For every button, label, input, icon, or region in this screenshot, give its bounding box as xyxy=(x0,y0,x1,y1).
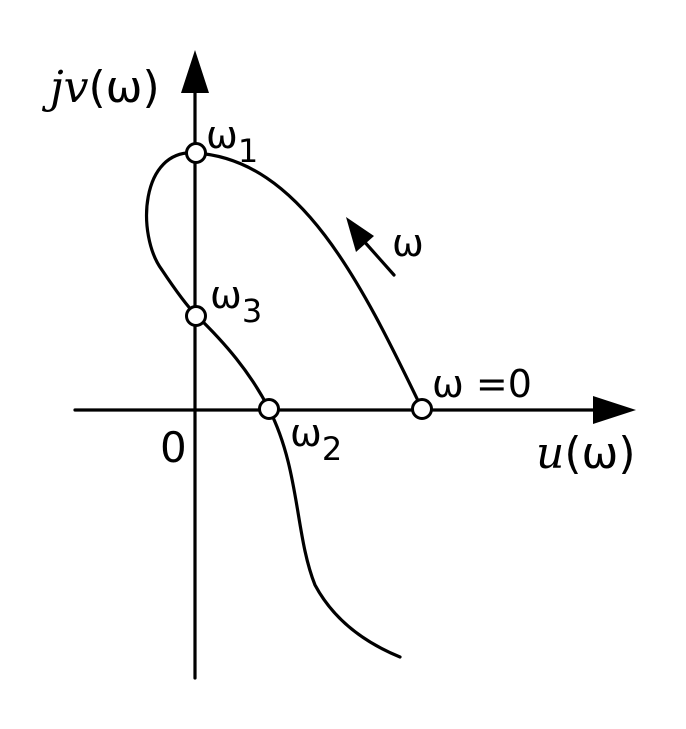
point-omega-3 xyxy=(185,305,207,327)
omega-3-subscript: 3 xyxy=(242,292,262,330)
omega-3-label: ω3 xyxy=(210,273,262,330)
x-axis-label-close: ) xyxy=(618,428,635,479)
point-omega-0 xyxy=(411,398,433,420)
omega-1-base: ω xyxy=(206,113,238,157)
x-axis-arrowhead xyxy=(593,396,636,424)
omega-2-base: ω xyxy=(290,411,322,455)
y-axis-label: jv(ω) xyxy=(41,62,160,113)
omega-2-subscript: 2 xyxy=(322,430,342,468)
x-axis-label: u(ω) xyxy=(536,428,636,479)
direction-label: ω xyxy=(392,221,424,265)
y-axis-label-arg: ω xyxy=(106,62,143,113)
origin-label: 0 xyxy=(160,423,187,472)
y-axis-label-open: ( xyxy=(89,62,106,113)
x-axis-label-open: ( xyxy=(564,428,581,479)
direction-arrow-shaft xyxy=(360,237,396,277)
x-axis-label-prefix: u xyxy=(536,428,564,479)
omega-zero-label: ω =0 xyxy=(432,362,532,406)
point-omega-2 xyxy=(258,398,280,420)
x-axis-label-arg: ω xyxy=(582,428,619,479)
point-omega-1 xyxy=(185,142,207,164)
omega-2-label: ω2 xyxy=(290,411,342,468)
y-axis-label-prefix: jv xyxy=(41,62,89,113)
omega-1-label: ω1 xyxy=(206,113,258,170)
omega-3-base: ω xyxy=(210,273,242,317)
direction-arrowhead xyxy=(346,217,374,252)
y-axis-label-close: ) xyxy=(143,62,160,113)
frequency-response-curve xyxy=(145,151,424,659)
y-axis-arrowhead xyxy=(181,50,209,93)
omega-1-subscript: 1 xyxy=(238,132,258,170)
